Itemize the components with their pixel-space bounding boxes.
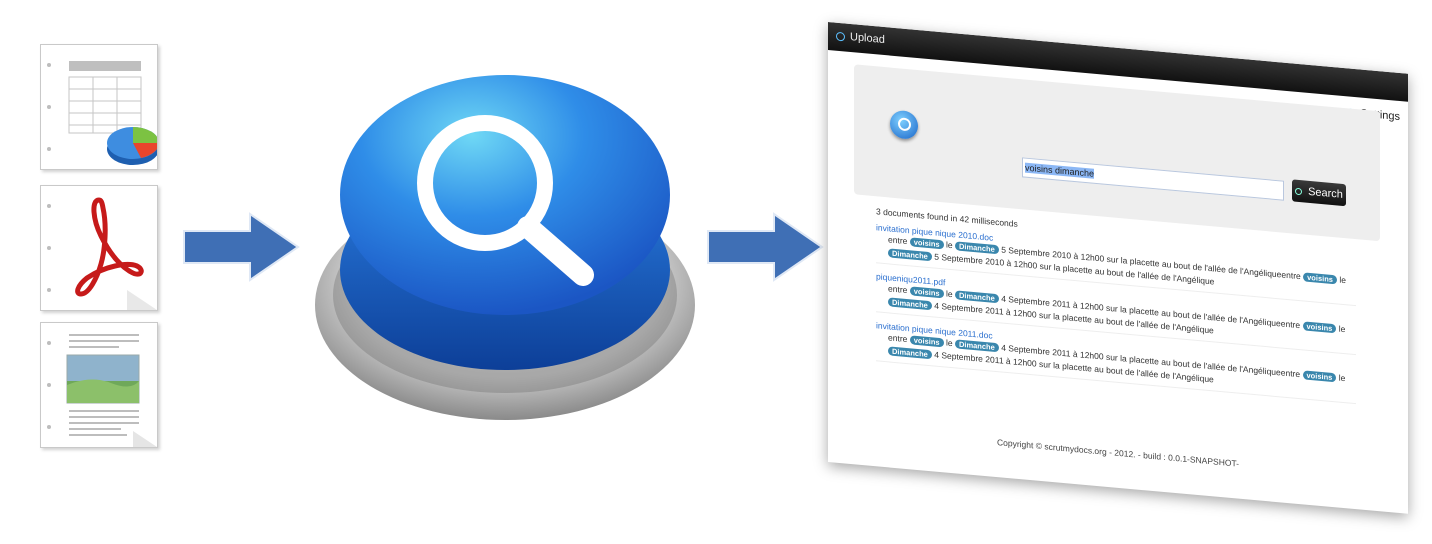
search-input[interactable]: voisins dimanche xyxy=(1022,157,1284,201)
highlight-tag: Dimanche xyxy=(954,290,999,304)
highlight-tag: voisins xyxy=(909,237,944,250)
search-button-graphic-icon xyxy=(315,75,695,420)
logo-icon xyxy=(890,109,918,141)
search-button[interactable]: Search xyxy=(1292,179,1346,207)
app-screenshot: Upload Settings voisins dimanche Search … xyxy=(828,22,1410,544)
highlight-tag: voisins xyxy=(909,335,944,348)
results-list: 3 documents found in 42 milliseconds inv… xyxy=(876,206,1356,412)
highlight-tag: Dimanche xyxy=(888,346,932,360)
right-arrow-icon-2 xyxy=(707,212,824,282)
highlight-tag: voisins xyxy=(1303,272,1337,285)
highlight-tag: Dimanche xyxy=(954,339,999,353)
highlight-tag: voisins xyxy=(1302,370,1337,383)
pdf-document-icon xyxy=(40,185,158,311)
highlight-tag: voisins xyxy=(909,286,944,299)
highlight-tag: Dimanche xyxy=(888,297,932,311)
app-window: Upload Settings voisins dimanche Search … xyxy=(828,22,1408,514)
highlight-tag: Dimanche xyxy=(954,241,999,255)
right-arrow-icon xyxy=(183,212,300,282)
highlight-tag: voisins xyxy=(1302,321,1337,334)
search-icon xyxy=(1295,187,1303,195)
search-query-text: voisins dimanche xyxy=(1025,162,1095,179)
search-button-label: Search xyxy=(1308,185,1343,201)
upload-link[interactable]: Upload xyxy=(836,30,885,46)
highlight-tag: Dimanche xyxy=(888,248,932,262)
footer-copyright: Copyright © scrutmydocs.org - 2012. - bu… xyxy=(997,437,1239,469)
upload-icon xyxy=(836,31,845,42)
image-document-icon xyxy=(40,322,158,448)
upload-label: Upload xyxy=(850,30,885,47)
spreadsheet-document-icon xyxy=(40,44,158,170)
